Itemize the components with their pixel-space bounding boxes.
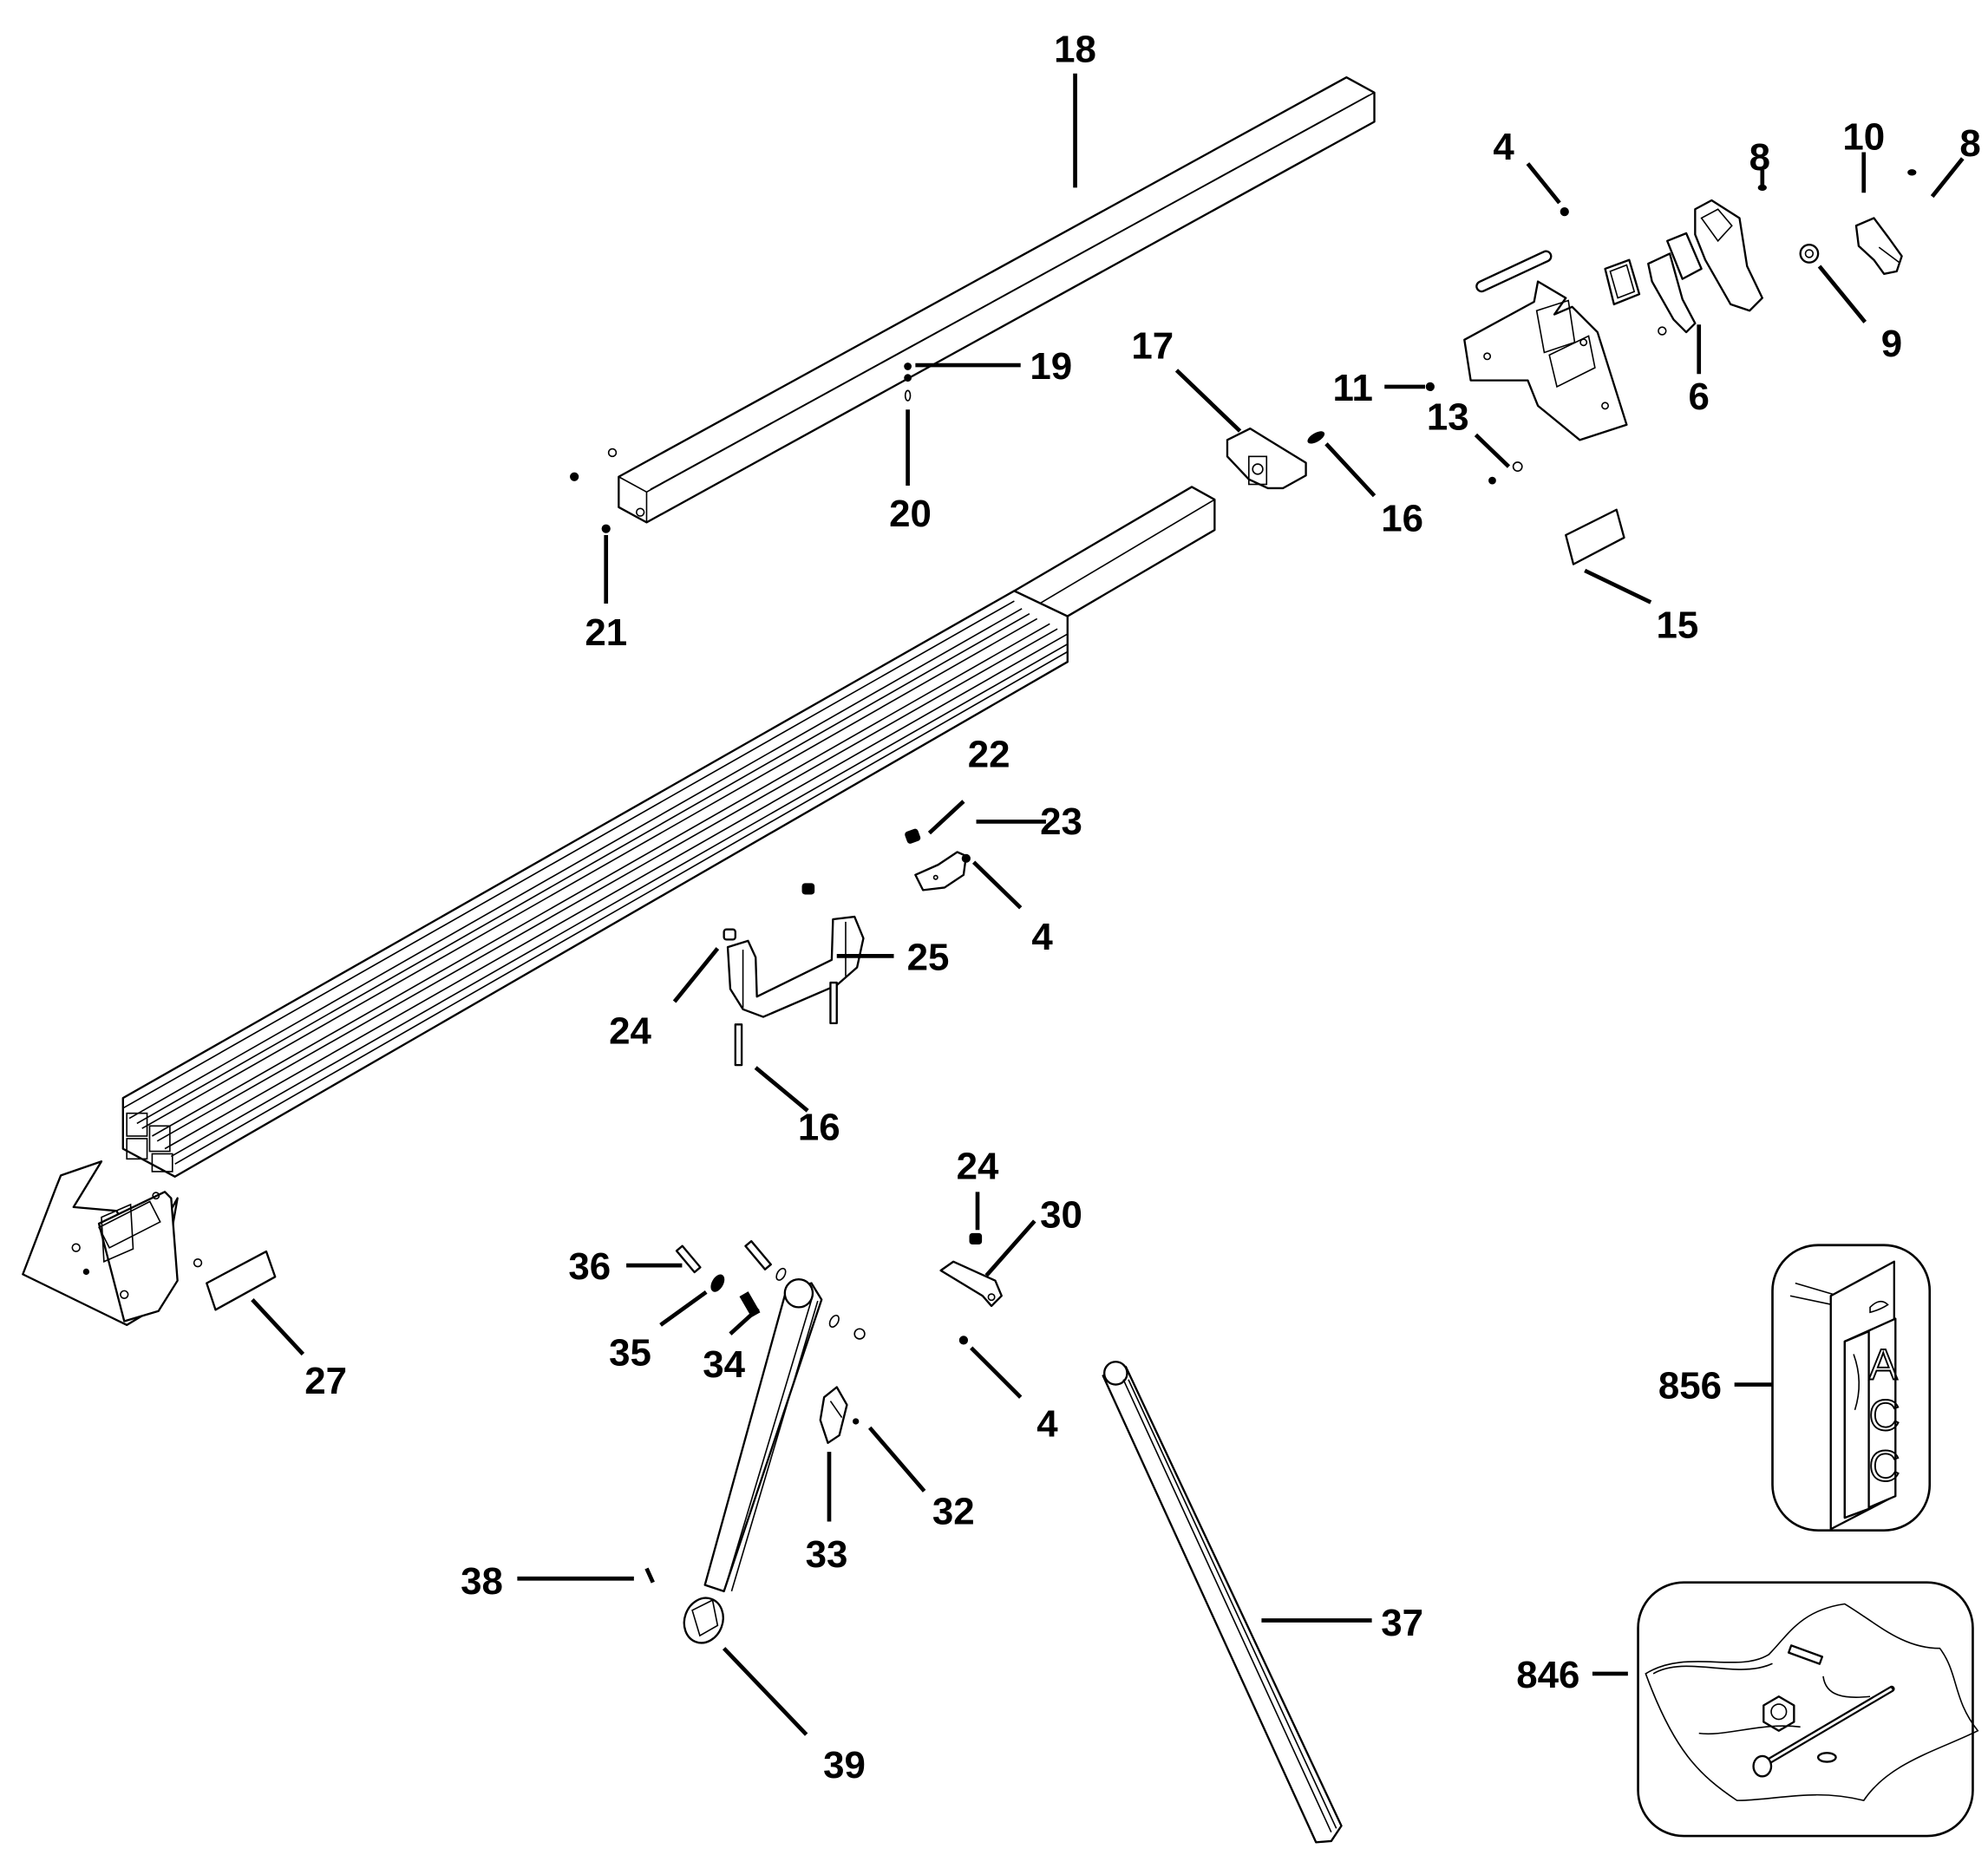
part-small-hardware-upper [1425,169,1917,485]
callout-13[interactable]: 13 [1427,396,1469,439]
callout-39[interactable]: 39 [823,1744,866,1786]
callout-4[interactable]: 4 [1037,1403,1058,1446]
part-lock-plate[interactable] [1647,232,1703,336]
callout-33[interactable]: 33 [806,1533,848,1576]
callout-16[interactable]: 16 [798,1106,840,1148]
callout-15[interactable]: 15 [1656,604,1698,646]
kit-tag-letter-3: C [1869,1442,1900,1491]
kit-856-accessory-tag[interactable]: A C C [1771,1244,1932,1532]
callout-856[interactable]: 856 [1658,1365,1722,1408]
kit-tag-letter-1: A [1869,1341,1899,1389]
part-cam-arm[interactable] [1694,199,1763,312]
callout-32[interactable]: 32 [932,1490,975,1532]
part-foot-39[interactable] [678,1592,729,1648]
callout-37[interactable]: 37 [1381,1602,1423,1644]
callout-18[interactable]: 18 [1054,29,1096,71]
callout-4[interactable]: 4 [1493,126,1514,168]
callout-846[interactable]: 846 [1516,1654,1579,1696]
part-main-extrusion[interactable] [121,486,1216,1178]
part-left-end-bracket[interactable] [22,1160,203,1327]
part-screws-16-handle[interactable] [734,981,838,1067]
callout-8[interactable]: 8 [1749,136,1770,179]
leader-lines [251,73,1965,1736]
part-spring-34[interactable] [739,1291,761,1318]
kit-846-hardware-bag[interactable] [1637,1581,1979,1838]
part-knob-9[interactable] [1799,244,1820,264]
part-square-nut-22[interactable] [905,828,921,844]
callout-21[interactable]: 21 [585,611,627,654]
part-pin-36[interactable] [675,1244,702,1274]
part-square-nuts-24[interactable] [723,883,815,941]
part-cam-lever-10[interactable] [1854,217,1903,275]
part-nut-4-mid[interactable] [961,853,971,863]
part-label-27[interactable] [206,1250,277,1311]
callout-labels: 18 4 8 10 8 9 19 17 11 13 6 20 16 21 15 … [304,29,1980,1786]
callout-16[interactable]: 16 [1381,498,1423,540]
part-right-mount-bracket[interactable] [1463,250,1628,441]
callout-4[interactable]: 4 [1031,916,1053,958]
part-pin-32[interactable] [853,1418,860,1425]
callout-20[interactable]: 20 [889,493,932,535]
callout-24[interactable]: 24 [957,1146,999,1188]
callout-34[interactable]: 34 [703,1343,745,1386]
callout-30[interactable]: 30 [1040,1193,1082,1236]
part-clip-23[interactable] [914,851,968,892]
part-leg-bracket-30[interactable] [939,1232,1003,1345]
callout-25[interactable]: 25 [907,936,950,978]
part-leg-latch-33[interactable] [819,1386,848,1444]
part-carry-handle[interactable] [726,915,865,1018]
callout-36[interactable]: 36 [568,1245,611,1288]
part-small-hardware-leg [828,1314,866,1340]
callout-8[interactable]: 8 [1959,122,1980,165]
callout-9[interactable]: 9 [1881,323,1902,365]
part-roll-pin-38[interactable] [644,1567,655,1584]
kit-tag-letter-2: C [1869,1391,1900,1440]
part-upper-rail-tube[interactable] [570,76,1376,533]
callout-19[interactable]: 19 [1030,345,1072,388]
callout-27[interactable]: 27 [304,1360,347,1402]
part-label-15[interactable] [1565,508,1625,565]
callout-17[interactable]: 17 [1131,325,1174,368]
part-bushing-35[interactable] [709,1273,726,1294]
part-square-washer[interactable] [1604,258,1641,306]
part-leg-left[interactable] [703,1278,823,1593]
callout-24[interactable]: 24 [609,1009,651,1052]
part-screw-16-upper[interactable] [1306,429,1325,445]
callout-10[interactable]: 10 [1842,116,1885,159]
part-leg-37[interactable] [1102,1361,1343,1844]
callout-23[interactable]: 23 [1040,800,1082,843]
callout-22[interactable]: 22 [968,734,1010,776]
callout-11[interactable]: 11 [1332,367,1372,409]
part-rail-end-bracket[interactable] [1226,428,1307,490]
part-bolt-upper[interactable] [744,1240,787,1282]
callout-6[interactable]: 6 [1689,376,1710,418]
callout-35[interactable]: 35 [609,1332,651,1375]
callout-38[interactable]: 38 [461,1560,503,1603]
